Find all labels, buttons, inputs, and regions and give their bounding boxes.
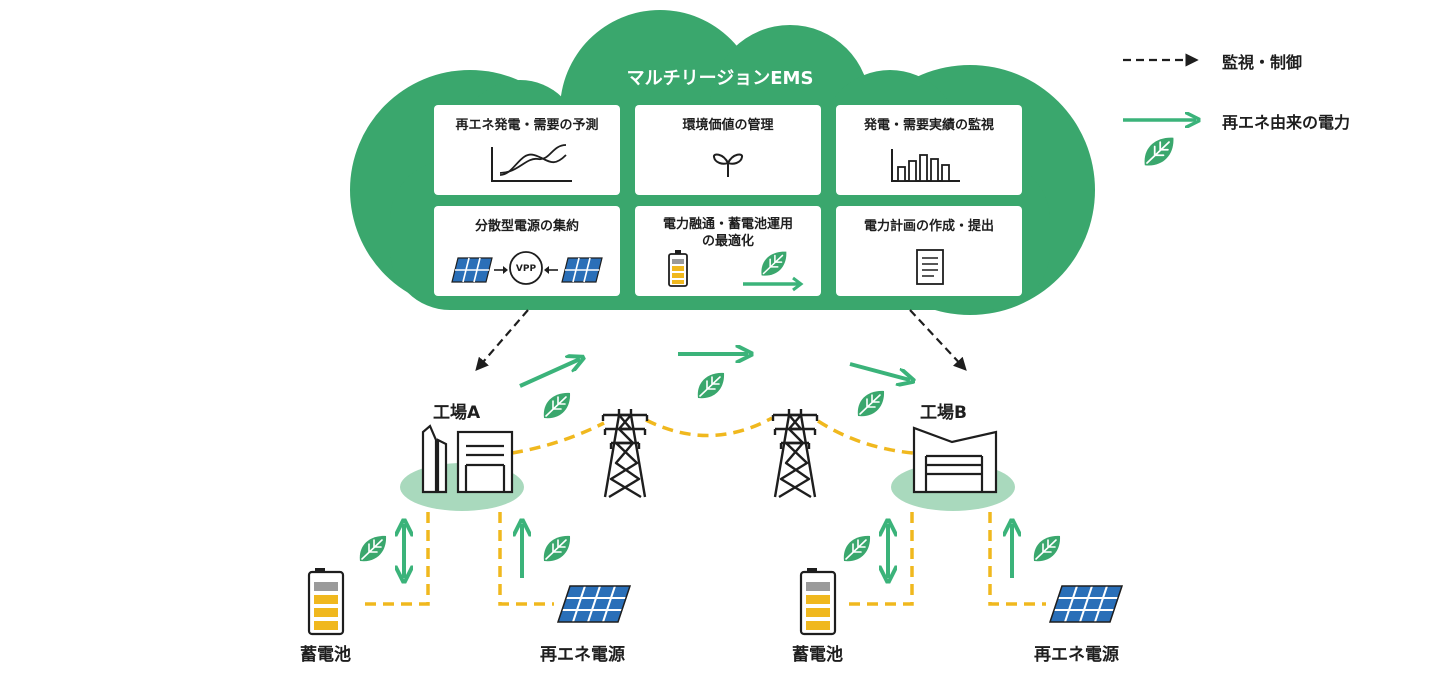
leaf-icon bbox=[842, 535, 871, 563]
box-label: 分散型電源の集約 bbox=[474, 219, 579, 234]
environmental-value-box: 環境価値の管理 bbox=[635, 105, 821, 195]
solar-a-label: 再エネ電源 bbox=[540, 645, 625, 665]
legend-renewable-power: 再エネ由来の電力 bbox=[1222, 113, 1351, 132]
legend-monitor-control: 監視・制御 bbox=[1222, 53, 1303, 72]
solar-panel-icon bbox=[1049, 585, 1123, 623]
battery-icon bbox=[307, 566, 345, 636]
forecast-box: 再エネ発電・需要の予測 bbox=[434, 105, 620, 195]
optimization-box: 電力融通・蓄電池運用 の最適化 bbox=[635, 206, 821, 296]
solar-panel-icon bbox=[557, 585, 631, 623]
transmission-tower-icon bbox=[771, 407, 819, 499]
factory-a-icon bbox=[421, 424, 514, 494]
battery-flow-icon bbox=[668, 250, 804, 292]
legend-leaf-icon bbox=[1143, 136, 1175, 167]
document-icon bbox=[916, 249, 944, 285]
performance-monitor-box: 発電・需要実績の監視 bbox=[836, 105, 1022, 195]
box-label: 再エネ発電・需要の予測 bbox=[455, 118, 599, 133]
leaf-icon bbox=[542, 535, 571, 563]
leaf-icon bbox=[542, 392, 571, 420]
power-lines bbox=[358, 416, 1046, 606]
battery-a-label: 蓄電池 bbox=[300, 645, 351, 665]
box-label: 発電・需要実績の監視 bbox=[863, 118, 994, 133]
box-label-line2: の最適化 bbox=[701, 234, 754, 249]
power-plan-box: 電力計画の作成・提出 bbox=[836, 206, 1022, 296]
storage-flow-arrows bbox=[404, 524, 1012, 578]
leaf-icon bbox=[1032, 535, 1061, 563]
factory-b-icon bbox=[912, 426, 998, 494]
leaf-icon bbox=[696, 372, 725, 400]
bar-chart-icon bbox=[891, 149, 960, 182]
transmission-tower-icon bbox=[601, 407, 649, 499]
factory-a-label: 工場A bbox=[433, 403, 481, 423]
battery-icon bbox=[799, 566, 837, 636]
box-label: 電力融通・蓄電池運用 の最適化 bbox=[635, 216, 821, 250]
vpp-label: VPP bbox=[516, 264, 537, 274]
box-label-line1: 電力融通・蓄電池運用 bbox=[662, 217, 793, 232]
solar-b-label: 再エネ電源 bbox=[1034, 645, 1119, 665]
leaf-icon bbox=[856, 390, 885, 418]
monitor-arrow-to-factory-b bbox=[909, 309, 967, 371]
forecast-chart-icon bbox=[491, 144, 572, 182]
monitor-arrow-to-factory-a bbox=[475, 309, 529, 371]
box-label: 電力計画の作成・提出 bbox=[863, 219, 994, 234]
factory-b-label: 工場B bbox=[920, 403, 967, 423]
sprout-icon bbox=[713, 153, 743, 177]
vpp-aggregation-box: 分散型電源の集約 VPP bbox=[434, 206, 620, 296]
box-label: 環境価値の管理 bbox=[682, 118, 774, 133]
renewable-flow-arrows bbox=[519, 354, 910, 388]
battery-b-label: 蓄電池 bbox=[792, 645, 843, 665]
legend bbox=[1123, 53, 1196, 167]
leaf-icon bbox=[358, 535, 387, 563]
vpp-diagram-icon: VPP bbox=[451, 251, 603, 285]
cloud-title: マルチリージョンEMS bbox=[626, 68, 814, 89]
